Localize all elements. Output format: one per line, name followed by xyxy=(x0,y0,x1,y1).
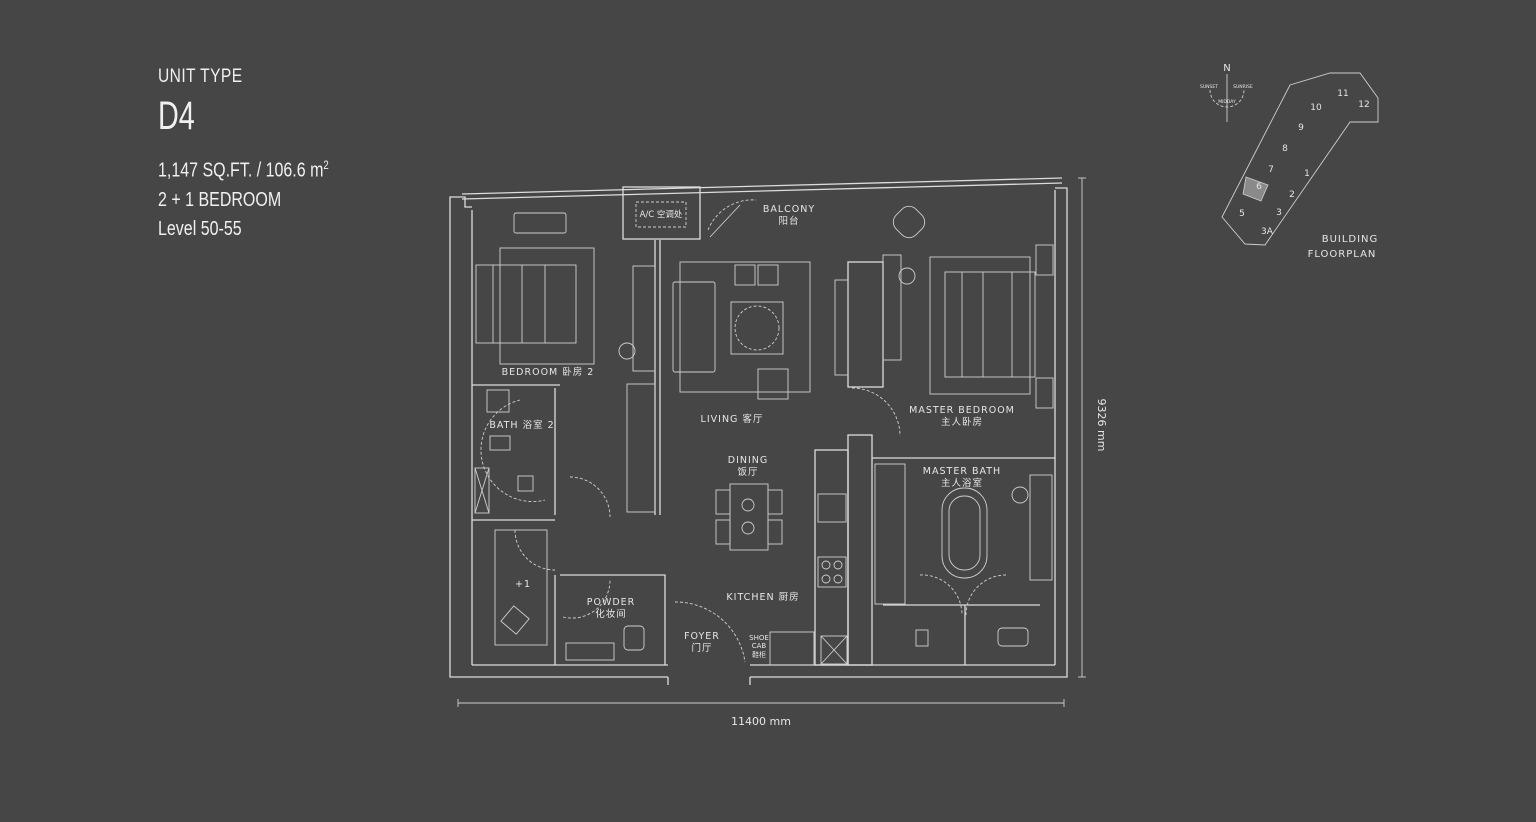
bath2-toilet xyxy=(489,435,511,451)
coffee-table xyxy=(730,301,784,355)
dimension-depth-label: 9326 mm xyxy=(1095,399,1108,452)
label-ac: A/C 空调处 xyxy=(640,209,683,220)
sink xyxy=(817,493,847,523)
living-rug xyxy=(679,261,811,393)
dimension-width: 11400 mm xyxy=(457,699,1065,728)
label-foyer: FOYER xyxy=(684,631,720,642)
powder-toilet xyxy=(623,625,645,651)
key-plan-title-2: FLOORPLAN xyxy=(1308,249,1377,260)
doors xyxy=(480,199,1007,663)
label-dining: DINING xyxy=(728,455,769,466)
bath2-sink xyxy=(486,389,510,413)
master-closet xyxy=(874,463,906,605)
unit-12: 12 xyxy=(1358,100,1369,110)
master-toilet xyxy=(997,627,1029,647)
sun-path-icon xyxy=(1209,89,1245,108)
desk xyxy=(882,254,902,361)
powder-vanity xyxy=(565,642,615,661)
unit-area-value: 1,147 SQ.FT. / 106.6 m xyxy=(158,159,324,182)
closet xyxy=(626,383,656,513)
building-key-plan: N SUNSET SUNRISE MIDDAY 1 2 3 3A 5 6 7 8… xyxy=(1200,63,1379,260)
label-living: LIVING 客厅 xyxy=(701,413,764,425)
bed-2 xyxy=(475,264,577,344)
label-powder-cn: 化妆间 xyxy=(595,608,627,620)
unit-1: 1 xyxy=(1304,169,1310,179)
tv-unit xyxy=(513,212,567,234)
label-shoe-cab-3: 鞋柜 xyxy=(752,650,766,659)
unit-9: 9 xyxy=(1298,123,1304,133)
label-master-bedroom: MASTER BEDROOM xyxy=(909,405,1015,416)
unit-bedrooms: 2 + 1 BEDROOM xyxy=(158,188,282,211)
cooktop xyxy=(817,556,847,588)
dimension-width-label: 11400 mm xyxy=(731,715,791,728)
room-labels: BEDROOM 卧房 2 BATH 浴室 2 A/C 空调处 BALCONY 阳… xyxy=(489,204,1015,659)
unit-area-superscript: 2 xyxy=(323,158,329,172)
unit-type-label: UNIT TYPE xyxy=(158,66,243,87)
wardrobe xyxy=(632,265,656,372)
label-master-bedroom-cn: 主人卧房 xyxy=(941,416,983,428)
unit-11: 11 xyxy=(1337,89,1348,99)
dimension-depth: 9326 mm xyxy=(1078,177,1108,678)
label-shoe-cab-2: CAB xyxy=(752,642,767,650)
unit-6: 6 xyxy=(1256,182,1262,192)
tv-console xyxy=(834,279,849,376)
lounge-chair xyxy=(892,205,926,239)
label-kitchen: KITCHEN 厨房 xyxy=(726,591,799,603)
midday-label: MIDDAY xyxy=(1218,99,1236,105)
unit-info: UNIT TYPE D4 1,147 SQ.FT. / 106.6 m2 2 +… xyxy=(158,66,371,244)
label-balcony: BALCONY xyxy=(763,204,815,215)
unit-3a: 3A xyxy=(1261,227,1274,237)
unit-10: 10 xyxy=(1310,103,1322,113)
label-master-bath: MASTER BATH xyxy=(923,466,1001,477)
unit-3: 3 xyxy=(1276,208,1282,218)
bed-2-rug xyxy=(499,247,595,365)
label-master-bath-cn: 主人浴室 xyxy=(941,477,983,489)
unit-area: 1,147 SQ.FT. / 106.6 m2 xyxy=(158,151,329,186)
label-dining-cn: 饭厅 xyxy=(737,466,758,478)
label-powder: POWDER xyxy=(587,597,636,608)
unit-levels: Level 50-55 xyxy=(158,217,242,240)
unit-code: D4 xyxy=(158,94,195,138)
sunrise-label: SUNRISE xyxy=(1233,84,1253,90)
interior-walls xyxy=(472,186,1055,666)
exterior-walls xyxy=(449,177,1068,685)
armchair-plus1 xyxy=(500,605,530,635)
sofa xyxy=(672,281,716,373)
label-plus1: +1 xyxy=(515,579,531,590)
label-foyer-cn: 门厅 xyxy=(691,642,712,654)
shoe-cabinet xyxy=(769,631,815,666)
label-shoe-cab-1: SHOE xyxy=(749,634,769,642)
master-bed xyxy=(944,271,1036,378)
bathtub xyxy=(941,487,988,579)
highlighted-unit-6 xyxy=(1242,176,1269,202)
sunset-label: SUNSET xyxy=(1200,84,1218,90)
unit-5: 5 xyxy=(1239,209,1245,219)
unit-2: 2 xyxy=(1289,190,1295,200)
key-plan-title-1: BUILDING xyxy=(1322,234,1379,245)
armchair xyxy=(757,368,789,400)
unit-8: 8 xyxy=(1282,144,1288,154)
ac-ledge-outline xyxy=(635,201,687,228)
master-bed-rug xyxy=(929,256,1031,395)
label-bedroom-2: BEDROOM 卧房 2 xyxy=(502,366,595,378)
unit-7: 7 xyxy=(1268,165,1274,175)
vanity xyxy=(1029,474,1053,581)
north-label: N xyxy=(1223,63,1230,74)
dining-table xyxy=(729,483,769,551)
shower xyxy=(915,629,929,647)
label-bath-2: BATH 浴室 2 xyxy=(489,419,554,431)
label-balcony-cn: 阳台 xyxy=(778,215,799,227)
